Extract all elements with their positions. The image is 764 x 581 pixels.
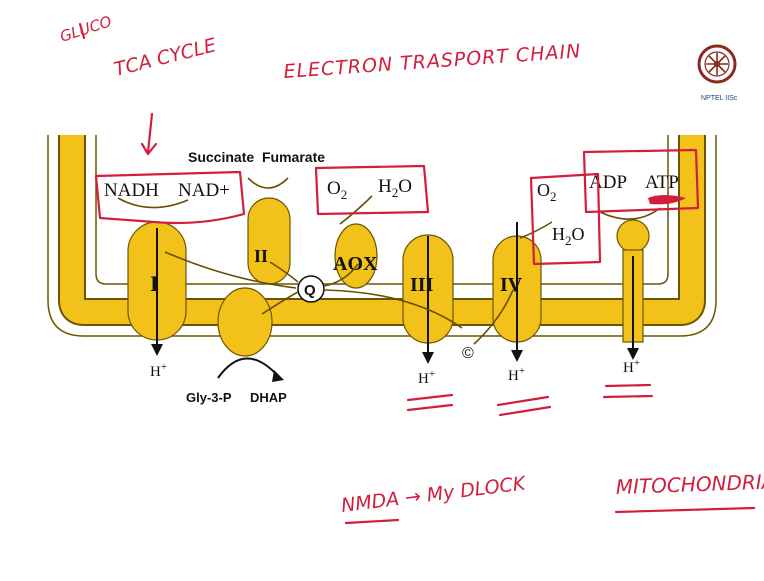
handwritten-nmda: NMDA → My DLOCK [340, 472, 528, 517]
mitochondrial-membrane [47, 135, 717, 337]
atp-synthase [616, 219, 650, 360]
handwritten-mitochondria: MITOCHONDRIA [615, 469, 764, 499]
gly3p-label: Gly-3-P [186, 390, 232, 405]
handwritten-title: ELECTRON TRASPORT CHAIN [283, 40, 582, 83]
h2o-iv-label: H2O [552, 224, 585, 248]
o2-aox-label: O2 [327, 178, 347, 202]
proton-iii-label: H+ [418, 368, 435, 387]
aox-label: AOX [333, 253, 378, 275]
handwritten-gluco: GLUCO [58, 12, 114, 46]
complex-iii-label: III [410, 274, 434, 296]
handwritten-tca-cycle: TCA CYCLE [112, 34, 219, 81]
dhap-label: DHAP [250, 390, 287, 405]
fumarate-label: Fumarate [262, 149, 325, 165]
quinone-pool: Q [297, 275, 325, 303]
proton-i-label: H+ [150, 361, 167, 380]
o2-iv-label: O2 [537, 180, 557, 204]
complex-i-label: I [150, 271, 159, 296]
proton-atp-label: H+ [623, 357, 640, 376]
alternative-oxidase: AOX [333, 223, 378, 289]
h2o-aox-label: H2O [378, 176, 412, 200]
quinone-label: Q [304, 282, 316, 299]
complex-iv: IV [492, 222, 542, 362]
g3p-dehydrogenase [217, 287, 284, 382]
cytochrome-c: © [462, 345, 474, 362]
nad-label: NAD+ [178, 180, 230, 201]
nptel-logo [697, 44, 737, 84]
succinate-label: Succinate [188, 149, 254, 165]
logo-caption: NPTEL IISc [701, 95, 738, 102]
ink-annotations [78, 22, 756, 525]
nadh-label: NADH [104, 180, 159, 201]
complex-ii: II [247, 197, 291, 285]
electron-flow [117, 177, 661, 345]
complex-iii: III [402, 234, 454, 364]
proton-iv-label: H+ [508, 365, 525, 384]
atp-label: ATP [645, 172, 679, 193]
complex-ii-label: II [254, 246, 268, 266]
